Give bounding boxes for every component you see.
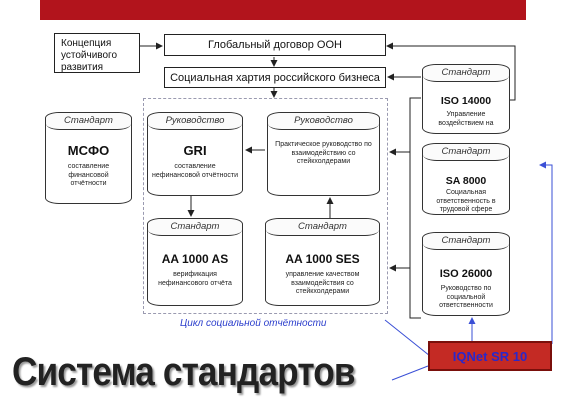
gri-title: GRI (183, 143, 207, 158)
blue-line-to-title (391, 365, 429, 381)
reporting-cycle-frame (143, 98, 388, 314)
sa8000-title: SA 8000 (445, 175, 487, 187)
blue-arrow-to-sa8000 (539, 161, 553, 344)
msfo-desc: составление финансовой отчётности (67, 163, 110, 187)
sa8000-caption: Стандарт (423, 144, 509, 161)
gri-caption: Руководство (148, 113, 242, 130)
social-charter-box: Социальная хартия российского бизнеса (164, 67, 386, 88)
un-compact-label: Глобальный договор ООН (208, 39, 342, 51)
iso14000-desc: Управление воздействием на (438, 111, 494, 127)
msfo-title: МСФО (67, 143, 110, 158)
node-iso26000: Стандарт ISO 26000 Руководство по социал… (422, 232, 510, 316)
aa1000ses-caption: Стандарт (266, 219, 379, 236)
aa1000ses-title: AA 1000 SES (285, 252, 360, 266)
social-charter-label: Социальная хартия российского бизнеса (170, 71, 380, 84)
node-aa1000ses: Стандарт AA 1000 SES управление качество… (265, 218, 380, 306)
practical-caption: Руководство (268, 113, 379, 130)
concept-label: Концепция устойчивого развития (61, 38, 118, 73)
reporting-cycle-caption: Цикл социальной отчётности (180, 318, 327, 329)
un-compact-box: Глобальный договор ООН (164, 34, 386, 56)
node-practical-guide: Руководство Практическое руководство по … (267, 112, 380, 196)
iso26000-title: ISO 26000 (439, 268, 493, 280)
practical-desc: Практическое руководство по взаимодейств… (275, 141, 372, 165)
arrow-right-to-compact (386, 42, 516, 101)
iso14000-title: ISO 14000 (440, 95, 492, 107)
node-gri: Руководство GRI составление нефинансовой… (147, 112, 243, 196)
iso26000-caption: Стандарт (423, 233, 509, 250)
page-title: Система стандартов (12, 350, 355, 394)
iqnet-label: IQNet SR 10 (452, 348, 528, 364)
node-aa1000as: Стандарт AA 1000 AS верификация нефинанс… (147, 218, 243, 306)
aa1000as-desc: верификация нефинансового отчёта (158, 271, 232, 287)
node-sa8000: Стандарт SA 8000 Социальная ответственно… (422, 143, 510, 215)
aa1000as-title: AA 1000 AS (161, 252, 229, 266)
aa1000ses-desc: управление качеством взаимодействия со с… (285, 271, 360, 295)
msfo-caption: Стандарт (46, 113, 131, 130)
node-msfo: Стандарт МСФО составление финансовой отч… (45, 112, 132, 204)
gri-desc: составление нефинансовой отчётности (152, 163, 238, 179)
concept-box: Концепция устойчивого развития (54, 33, 140, 73)
node-iso14000: Стандарт ISO 14000 Управление воздействи… (422, 64, 510, 134)
iso14000-caption: Стандарт (423, 65, 509, 82)
sa8000-desc: Социальная ответственность в трудовой сф… (436, 189, 496, 213)
blue-line-to-loop (384, 319, 431, 357)
iqnet-badge: IQNet SR 10 (428, 341, 552, 371)
aa1000as-caption: Стандарт (148, 219, 242, 236)
top-accent-bar (40, 0, 526, 20)
right-column-bracket (409, 97, 421, 319)
iso26000-desc: Руководство по социальной ответственност… (439, 285, 493, 309)
